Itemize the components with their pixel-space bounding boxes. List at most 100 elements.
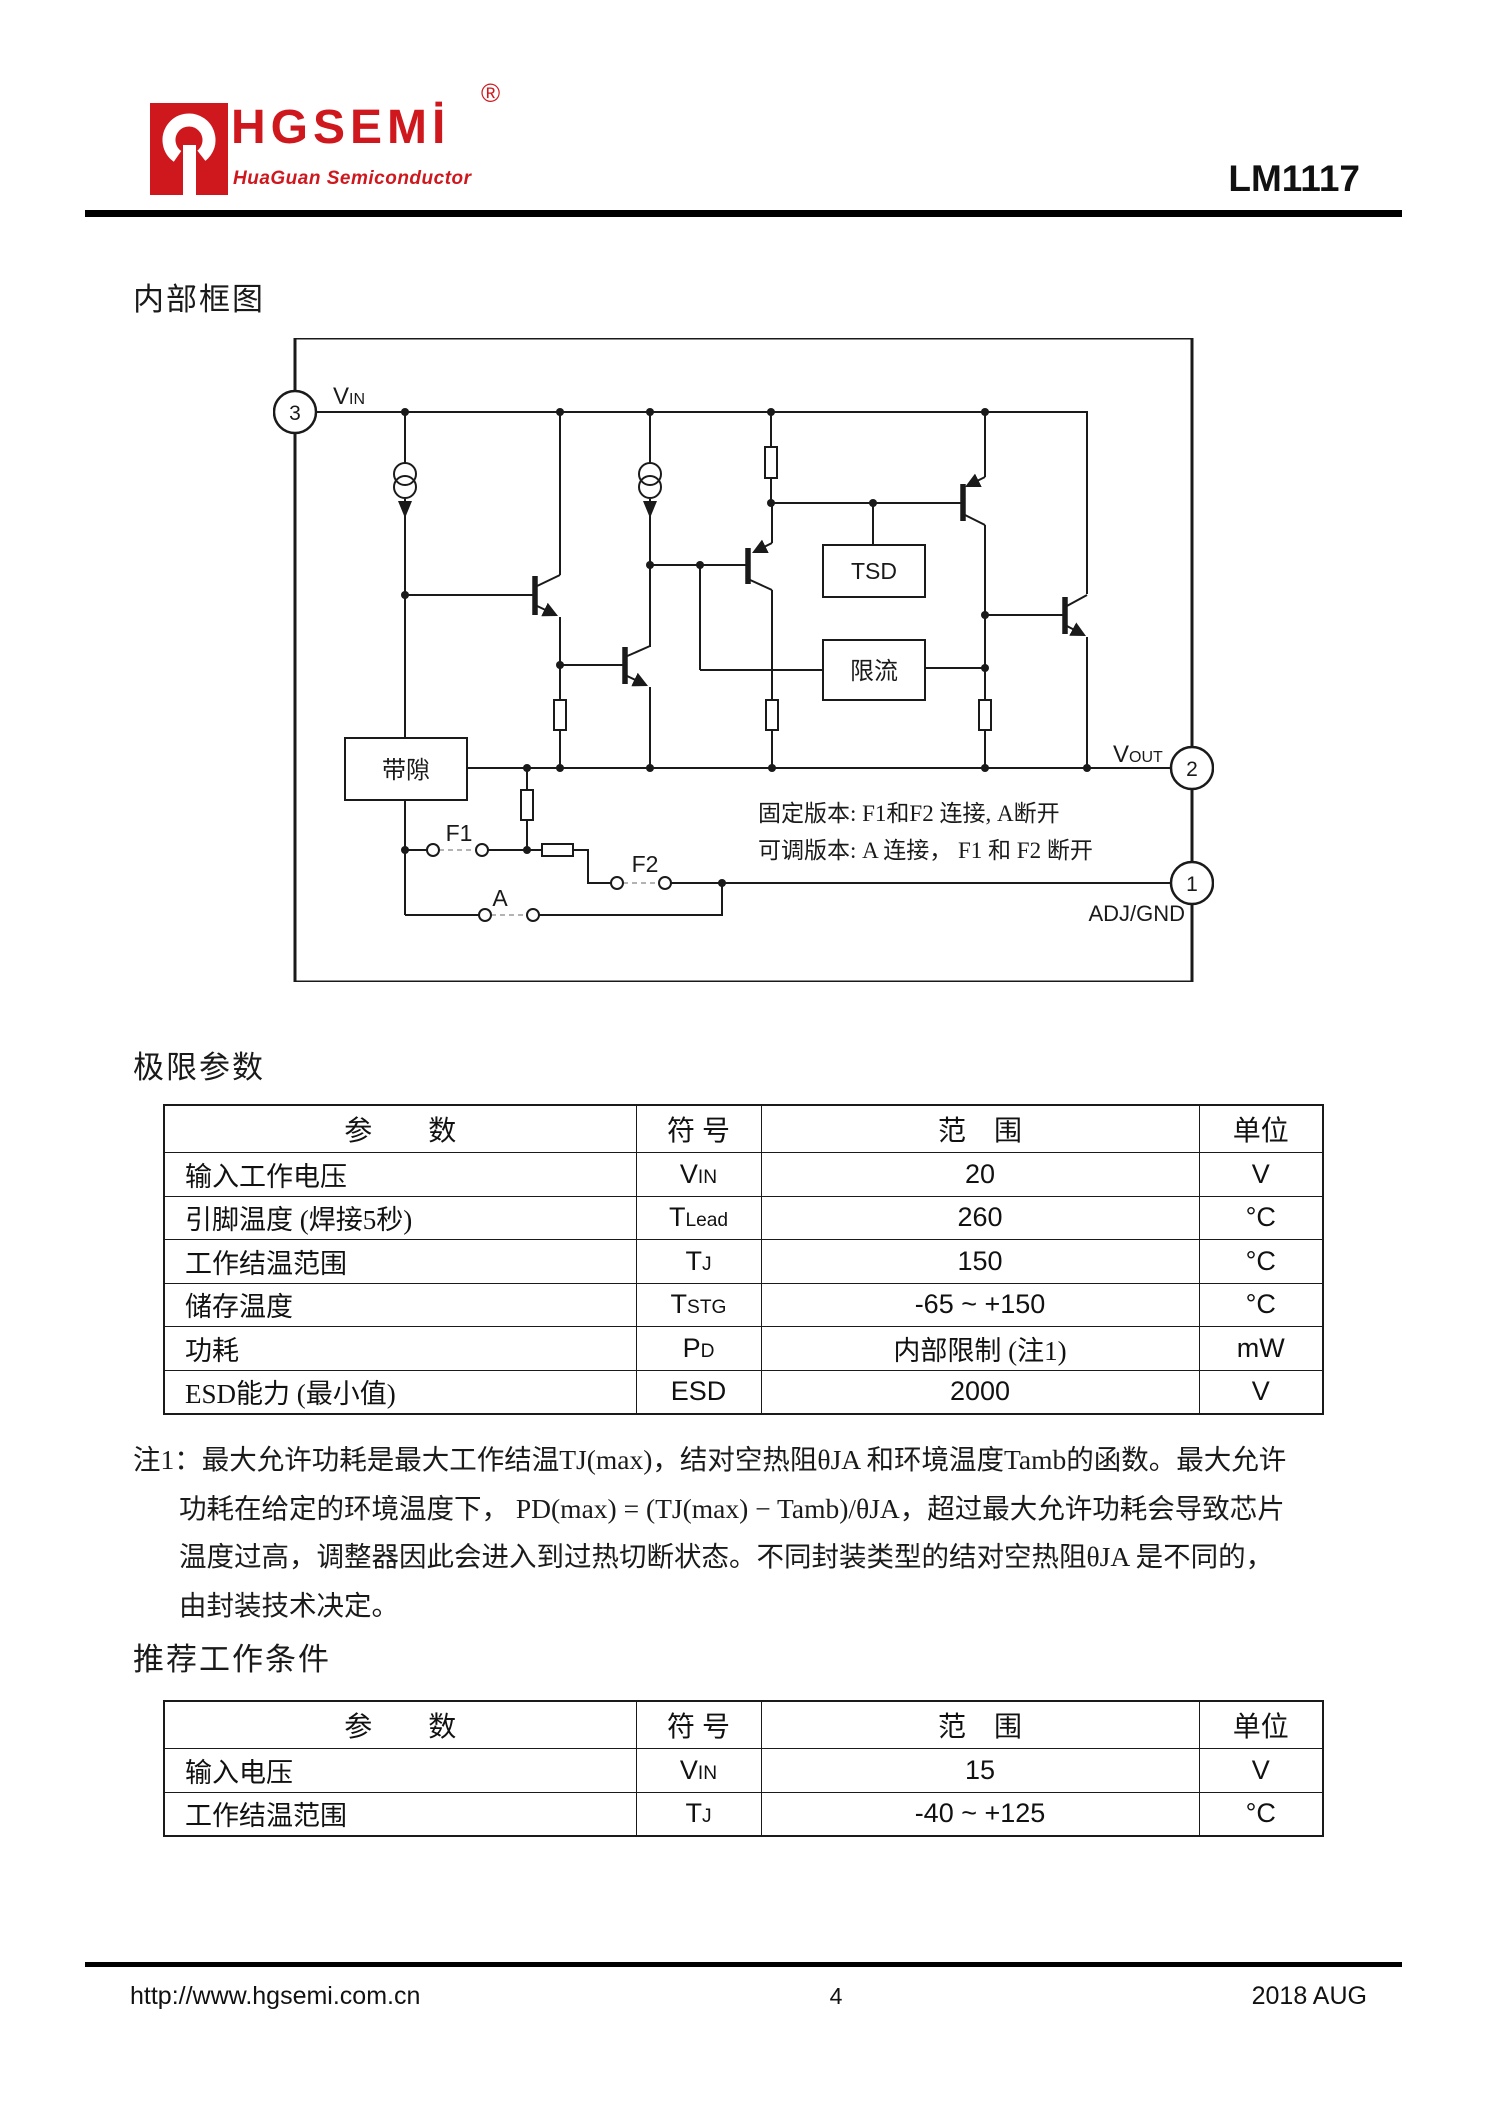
pin-3-number: 3 [289,402,301,425]
pin-2-vout: 2 VOUT [1113,741,1214,791]
unit-cell: °C [1198,1282,1324,1327]
note-1: 注1：最大允许功耗是最大工作结温TJ(max)，结对空热阻θJA 和环境温度Ta… [133,1436,1423,1630]
param-cell: 储存温度 [163,1282,637,1327]
symbol-cell: TJ [635,1791,762,1837]
current-source-icon-2 [638,462,662,518]
vout-label: VOUT [1113,741,1163,768]
table-row: ESD能力 (最小值) ESD 2000 V [163,1369,1324,1415]
logo-tagline: HuaGuan Semiconductor [233,168,472,189]
range-cell: 2000 [760,1369,1200,1415]
pin-2-number: 2 [1186,758,1198,781]
col-header-param: 参 数 [163,1104,637,1153]
note-line: 温度过高，调整器因此会进入到过热切断状态。不同封装类型的结对空热阻θJA 是不同… [179,1541,1274,1572]
col-header-unit: 单位 [1198,1700,1324,1749]
table-row: 储存温度 TSTG -65 ~ +150 °C [163,1282,1324,1327]
range-cell: -65 ~ +150 [760,1282,1200,1327]
internal-block-diagram: TSD 限流 带隙 F1 [273,338,1214,982]
table-row: 功耗 PD 内部限制 (注1) mW [163,1326,1324,1371]
unit-cell: V [1198,1369,1324,1415]
tsd-label: TSD [851,558,897,584]
junction-dots [401,408,1091,887]
table-row: 输入工作电压 VIN 20 V [163,1152,1324,1197]
adj-gnd-label: ADJ/GND [1088,901,1185,926]
npn-transistor-q1 [532,574,561,617]
version-notes: 固定版本: F1和F2 连接, A断开 可调版本: A 连接， F1 和 F2 … [758,801,1093,863]
part-number-title: LM1117 [1228,158,1360,199]
switch-f2: F2 [610,851,672,890]
param-cell: 工作结温范围 [163,1239,637,1284]
tsd-box: TSD [822,544,926,598]
limits-table: 参 数 符 号 范 围 单位 输入工作电压 VIN 20 V 引脚温度 (焊接5… [163,1104,1324,1415]
footer-date: 2018 AUG [1251,1982,1367,2010]
range-cell: 260 [760,1195,1200,1240]
param-cell: 工作结温范围 [163,1791,637,1837]
table-header-row: 参 数 符 号 范 围 单位 [163,1104,1324,1153]
pnp-transistor-q3 [745,539,773,591]
header-rule [85,210,1402,217]
note-line: 功耗在给定的环境温度下， PD(max) = (TJ(max) − Tamb)/… [179,1492,1285,1524]
symbol-cell: VIN [635,1152,762,1197]
symbol-cell: TLead [635,1195,762,1240]
bandgap-label: 带隙 [382,757,430,784]
table-header-row: 参 数 符 号 范 围 单位 [163,1700,1324,1749]
diagram-frame [293,338,1194,982]
wires [316,411,1171,916]
resistor-icons [520,446,992,857]
table-row: 引脚温度 (焊接5秒) TLead 260 °C [163,1195,1324,1240]
switch-f1: F1 [426,820,489,857]
adjustable-version-note: 可调版本: A 连接， F1 和 F2 断开 [758,838,1093,863]
footer-rule [85,1962,1402,1967]
unit-cell: V [1198,1748,1324,1793]
unit-cell: °C [1198,1791,1324,1837]
col-header-range: 范 围 [760,1104,1200,1153]
table-row: 工作结温范围 TJ -40 ~ +125 °C [163,1791,1324,1837]
range-cell: -40 ~ +125 [760,1791,1200,1837]
switch-f1-label: F1 [446,820,473,846]
symbol-cell: VIN [635,1748,762,1793]
section-title-recommended: 推荐工作条件 [133,1642,331,1677]
current-limit-label: 限流 [850,658,898,685]
col-header-unit: 单位 [1198,1104,1324,1153]
footer-url: http://www.hgsemi.com.cn [130,1982,421,2010]
col-header-range: 范 围 [760,1700,1200,1749]
unit-cell: mW [1198,1326,1324,1371]
note-line: 由封装技术决定。 [179,1589,399,1621]
pin-1-adj-gnd: 1 ADJ/GND [1088,860,1214,926]
vin-label: VIN [333,383,365,410]
col-header-param: 参 数 [163,1700,637,1749]
table-row: 工作结温范围 TJ 150 °C [163,1239,1324,1284]
recommended-table: 参 数 符 号 范 围 单位 输入电压 VIN 15 V 工作结温范围 TJ -… [163,1700,1324,1837]
param-cell: 功耗 [163,1326,637,1371]
hgsemi-logo-icon [150,103,228,195]
unit-cell: °C [1198,1239,1324,1284]
logo-glyph [150,103,228,195]
switch-dashed-links [439,849,659,916]
npn-transistor-q5-output [1062,594,1088,637]
param-cell: ESD能力 (最小值) [163,1369,637,1415]
pnp-transistor-q4 [960,473,986,526]
switch-a-label: A [492,885,508,911]
note-label: 注1： [133,1444,202,1475]
range-cell: 15 [760,1748,1200,1793]
pin-1-number: 1 [1186,873,1198,896]
range-cell: 20 [760,1152,1200,1197]
param-cell: 输入电压 [163,1748,637,1793]
section-title-block-diagram: 内部框图 [133,282,265,317]
logo-text: HGSEMİ [231,101,451,154]
npn-transistor-q2 [622,645,651,687]
table-row: 输入电压 VIN 15 V [163,1748,1324,1793]
current-source-icon-1 [393,462,417,518]
symbol-cell: TSTG [635,1282,762,1327]
pin-3-vin: 3 VIN [273,383,365,435]
col-header-symbol: 符 号 [635,1700,762,1749]
footer: http://www.hgsemi.com.cn 4 2018 AUG [130,1982,1367,2011]
col-header-symbol: 符 号 [635,1104,762,1153]
switch-f2-label: F2 [632,851,659,877]
note-line: 注1：最大允许功耗是最大工作结温TJ(max)，结对空热阻θJA 和环境温度Ta… [133,1444,1287,1475]
page-number: 4 [829,1983,843,2009]
symbol-cell: PD [635,1326,762,1371]
unit-cell: V [1198,1152,1324,1197]
section-title-limits: 极限参数 [133,1050,265,1085]
bandgap-box: 带隙 [344,737,468,801]
